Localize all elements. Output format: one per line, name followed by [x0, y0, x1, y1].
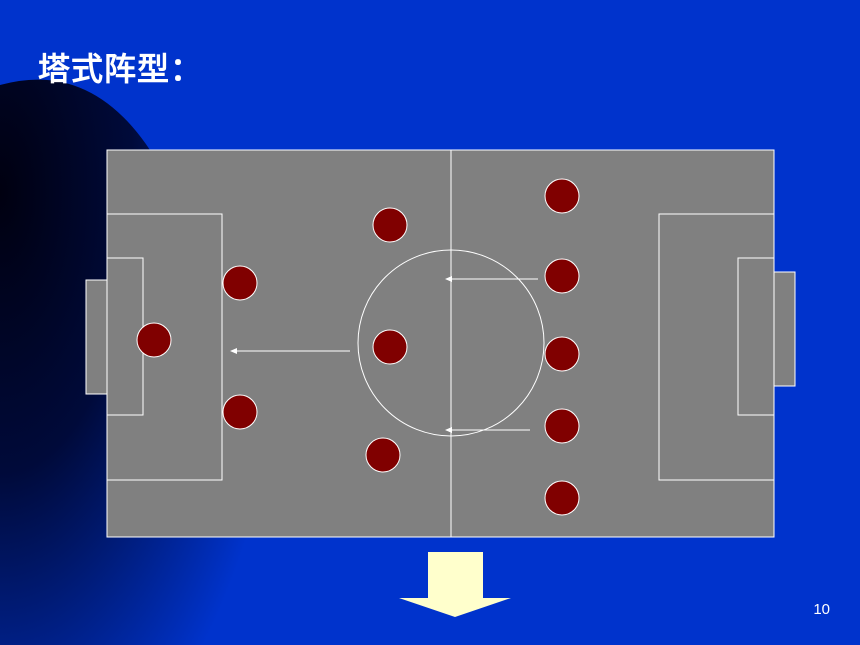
player-defender-upper	[222, 265, 258, 301]
player-midfielder-upper	[372, 207, 408, 243]
player-defender-lower	[222, 394, 258, 430]
left-goal	[85, 279, 108, 395]
player-goalkeeper	[136, 322, 172, 358]
player-forward-4	[544, 408, 580, 444]
center-circle	[357, 249, 545, 437]
right-goal	[773, 271, 796, 387]
movement-arrow-middle	[230, 348, 350, 354]
player-midfielder-center	[372, 329, 408, 365]
movement-arrow-upper	[445, 276, 538, 282]
player-forward-3	[544, 336, 580, 372]
player-forward-1	[544, 178, 580, 214]
movement-arrow-lower	[445, 427, 530, 433]
right-goal-area	[737, 257, 775, 416]
player-forward-5	[544, 480, 580, 516]
slide-title: 塔式阵型：	[38, 50, 204, 88]
pitch-field	[106, 149, 775, 538]
down-arrow-icon	[399, 552, 511, 617]
player-forward-2	[544, 258, 580, 294]
player-midfielder-lower	[365, 437, 401, 473]
page-number: 10	[813, 601, 830, 618]
